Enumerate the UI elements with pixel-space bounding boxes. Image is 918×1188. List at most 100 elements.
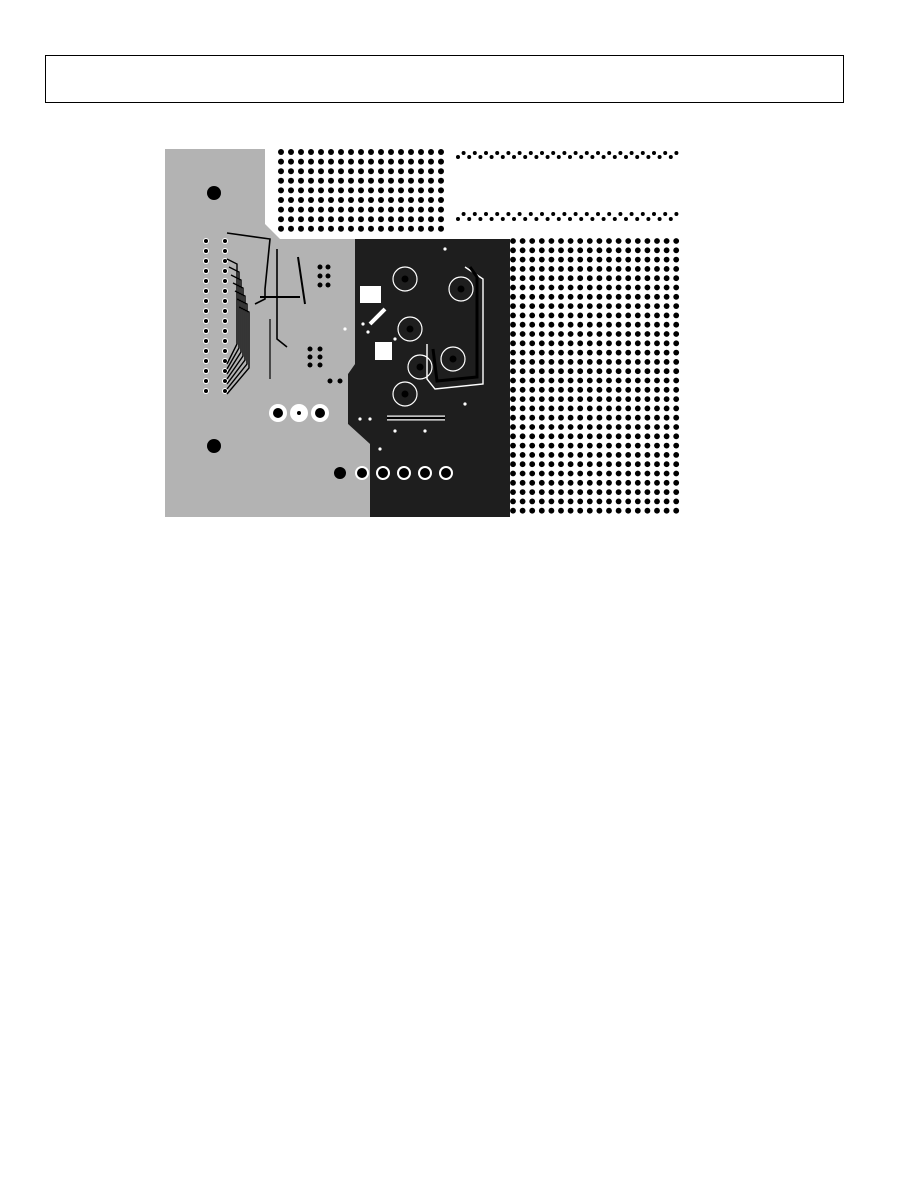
via [378,216,384,223]
via [378,177,384,184]
via [519,331,526,337]
via [615,247,622,254]
via [615,470,622,477]
via [644,489,651,495]
via [388,206,394,213]
connector-pin [204,269,208,273]
via [586,396,593,402]
via [606,266,612,272]
via [538,312,545,319]
via [567,247,574,254]
trace [226,232,271,305]
via [596,238,603,244]
via [568,217,572,221]
via [418,149,424,155]
via [298,216,304,223]
via [558,396,564,402]
via [615,461,622,468]
via [558,275,564,282]
via [308,168,314,175]
via [551,151,556,155]
via [596,293,603,300]
via [388,158,394,165]
via [538,424,545,430]
via [548,414,555,421]
via [606,442,612,449]
via [596,247,603,254]
via [606,396,612,402]
via [634,312,641,319]
via [510,461,516,468]
via [529,479,536,486]
via [348,158,354,165]
via [663,359,670,365]
via [388,149,394,155]
via [634,470,641,477]
via [408,168,414,175]
via [577,293,584,300]
via [495,212,500,216]
via [644,238,651,244]
via [654,331,660,337]
via [388,216,394,223]
via [654,275,660,282]
via [567,312,574,319]
via [506,151,511,155]
via [673,405,680,412]
via [278,187,284,194]
via [577,405,584,412]
via [378,197,384,203]
via [288,216,294,223]
via [586,368,593,375]
via [318,187,324,194]
via [615,489,622,495]
via [618,212,623,216]
via [615,452,622,458]
via [634,377,641,384]
via [577,470,584,477]
via [538,386,545,393]
via [673,470,680,477]
via-small [463,402,467,406]
via [438,187,444,194]
via [348,216,354,223]
via [388,168,394,175]
via [529,303,536,309]
via [556,217,561,221]
via [652,212,656,216]
via [519,238,526,244]
via [606,507,612,514]
via [673,489,680,495]
via [596,414,603,421]
via [644,312,651,319]
via [538,331,545,337]
via [644,284,651,291]
via [548,266,555,272]
via [538,442,545,449]
mounting-hole [207,439,221,453]
via [644,442,651,449]
via [663,461,670,468]
via [338,177,344,184]
mounting-hole [207,186,221,200]
via [596,433,603,440]
via [625,507,632,514]
via [644,414,651,421]
via [654,377,660,384]
via [510,377,516,384]
via [428,225,434,232]
pad [315,408,325,418]
via [540,151,544,155]
via [548,321,555,328]
via [510,489,516,495]
via [438,149,444,155]
via [606,414,612,421]
via [418,168,424,175]
via [510,331,516,337]
via [635,217,640,221]
via [298,197,304,203]
via [615,331,622,337]
via [368,149,374,155]
via [634,461,641,468]
via [545,155,550,159]
